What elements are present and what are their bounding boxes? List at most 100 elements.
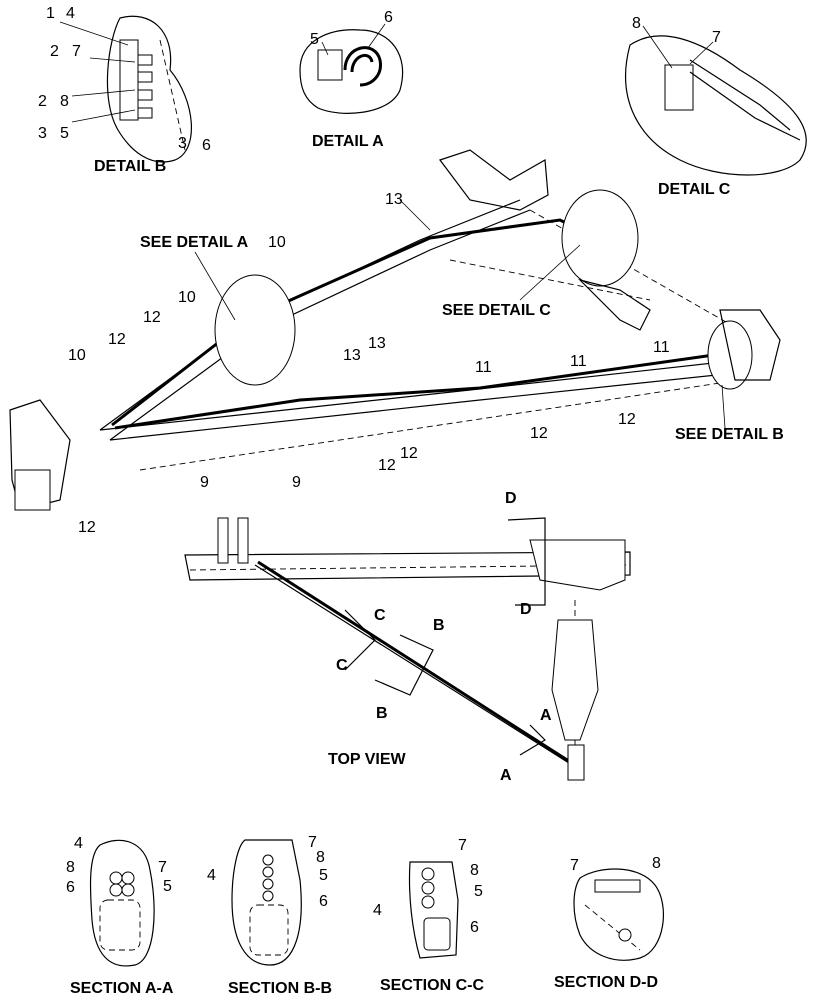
- top-view-rear-beam: [184, 551, 631, 581]
- detail-a: 5 6 DETAIL A: [299, 9, 404, 150]
- see-detail-a-callout: SEE DETAIL A: [140, 234, 249, 251]
- fitting: [109, 871, 123, 885]
- part-label: 12: [530, 425, 548, 442]
- disc: [561, 189, 639, 287]
- detail-a-title: DETAIL A: [312, 133, 384, 150]
- part-label: 10: [178, 289, 196, 306]
- detail-b-bracket: [119, 39, 139, 121]
- section-letter: D: [505, 490, 517, 507]
- part-label: 7: [308, 834, 317, 851]
- section-b-b-outline: [231, 839, 302, 966]
- part-label: 4: [373, 902, 382, 919]
- detail-c-tube: [689, 71, 801, 141]
- part-label: 9: [200, 474, 209, 491]
- detail-c-outline: [625, 35, 807, 176]
- phantom-line: [449, 259, 651, 301]
- part-label: 6: [319, 893, 328, 910]
- part-label: 5: [163, 878, 172, 895]
- part-label: 3: [178, 135, 187, 152]
- section-letter: D: [520, 601, 532, 618]
- part-label: 6: [66, 879, 75, 896]
- part-label: 1: [46, 5, 55, 22]
- top-view-post: [217, 517, 229, 564]
- disc: [214, 274, 296, 386]
- part-label: 7: [712, 29, 721, 46]
- section-letter: B: [433, 617, 445, 634]
- detail-a-block: [317, 49, 343, 81]
- part-label: 7: [72, 43, 81, 60]
- part-label: 8: [316, 849, 325, 866]
- see-detail-b-callout: SEE DETAIL B: [675, 426, 784, 443]
- detail-b-fitting: [137, 89, 153, 101]
- section-title: SECTION B-B: [228, 980, 332, 997]
- section-letter: C: [336, 657, 348, 674]
- part-label: 12: [143, 309, 161, 326]
- part-label: 6: [384, 9, 393, 26]
- fitting: [121, 883, 135, 897]
- leader-line: [399, 199, 431, 231]
- fitting: [262, 854, 274, 866]
- section-marker-b: [374, 634, 434, 696]
- detail-c-title: DETAIL C: [658, 181, 731, 198]
- leader-line: [71, 89, 136, 97]
- detail-a-hose: [343, 46, 382, 87]
- part-label: 8: [652, 855, 661, 872]
- hitch-bracket: [9, 399, 71, 511]
- part-label: 3: [38, 125, 47, 142]
- part-label: 11: [475, 359, 492, 376]
- part-label: 6: [202, 137, 211, 154]
- part-label: 8: [60, 93, 69, 110]
- detail-a-hose: [350, 53, 374, 73]
- leader-line: [642, 25, 673, 69]
- hitch-plate: [14, 469, 51, 511]
- part-label: 8: [470, 862, 479, 879]
- leader-line: [321, 41, 329, 56]
- detail-b-centerline: [159, 39, 186, 151]
- leader-line: [71, 109, 136, 123]
- rear-bracket: [439, 149, 549, 211]
- hose-bundle: [114, 350, 736, 430]
- detail-b-title: DETAIL B: [94, 158, 166, 175]
- leader-line: [59, 21, 129, 46]
- leader-line: [721, 384, 726, 429]
- part-label: 13: [368, 335, 386, 352]
- section-d-d-block: [594, 879, 641, 893]
- detail-b: 1 4 2 7 2 8 3 5 3 6 DETAIL B: [38, 5, 211, 175]
- top-view-bracket: [529, 539, 626, 591]
- section-marker-d: [507, 517, 546, 606]
- section-title: SECTION C-C: [380, 977, 484, 994]
- leader-line: [194, 251, 236, 321]
- section-letter: B: [376, 705, 388, 722]
- section-c-c: 7 8 5 4 6 SECTION C-C: [373, 837, 484, 994]
- front-beam: [109, 371, 746, 441]
- top-view-post: [237, 517, 249, 564]
- see-detail-c-callout: SEE DETAIL C: [442, 302, 551, 319]
- fitting: [421, 881, 435, 895]
- section-a-a-outline: [89, 839, 155, 967]
- part-label: 4: [66, 5, 75, 22]
- part-label: 13: [385, 191, 403, 208]
- detail-c-tube: [689, 59, 791, 131]
- part-label: 10: [268, 234, 286, 251]
- part-label: 10: [68, 347, 86, 364]
- top-view-hitch: [567, 744, 585, 781]
- detail-b-fitting: [137, 107, 153, 119]
- part-label: 12: [78, 519, 96, 536]
- fitting: [109, 883, 123, 897]
- top-view-diagonal-beam: [254, 564, 581, 771]
- part-label: 6: [470, 919, 479, 936]
- part-label: 4: [74, 835, 83, 852]
- fitting: [262, 878, 274, 890]
- part-label: 11: [653, 339, 670, 356]
- main-isometric-view: SEE DETAIL A SEE DETAIL B SEE DETAIL C 1…: [9, 149, 784, 536]
- detail-c-block: [664, 64, 694, 111]
- part-label: 7: [570, 857, 579, 874]
- part-label: 8: [66, 859, 75, 876]
- section-c-c-profile: [423, 917, 451, 951]
- part-label: 4: [207, 867, 216, 884]
- detail-b-fitting: [137, 54, 153, 66]
- part-label: 8: [632, 15, 641, 32]
- leader-line: [367, 23, 386, 49]
- part-label: 12: [618, 411, 636, 428]
